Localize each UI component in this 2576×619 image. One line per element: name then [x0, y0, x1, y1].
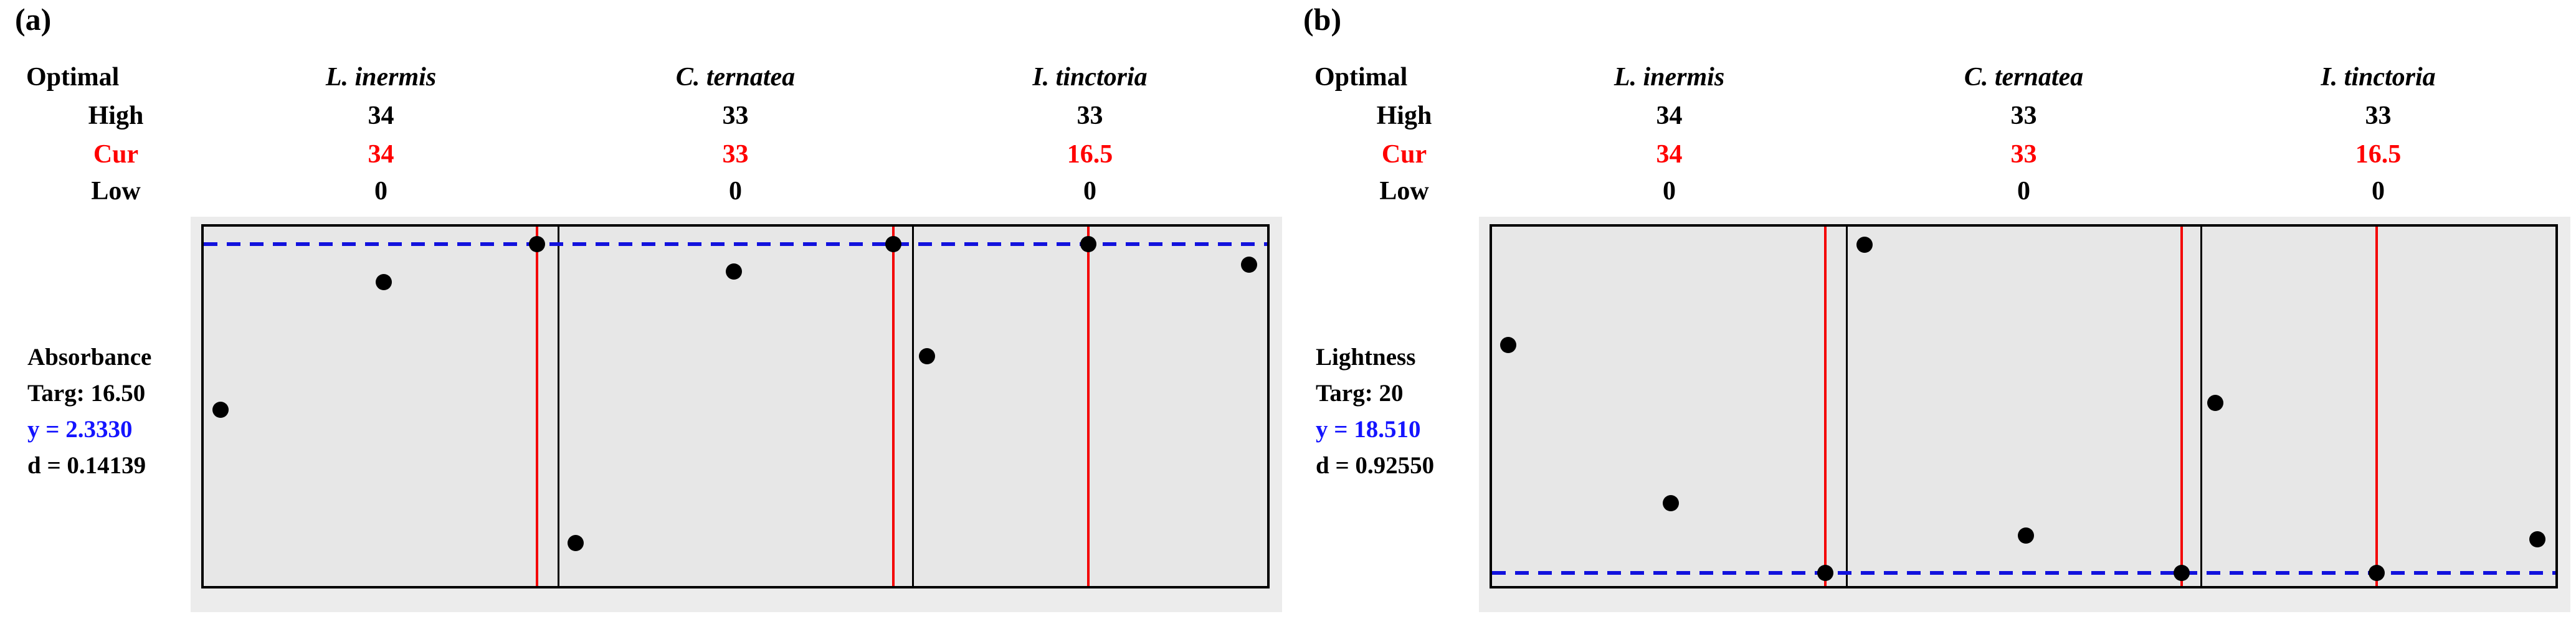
- level-value: 0: [2372, 177, 2385, 206]
- current-setting-line: [1086, 227, 1090, 586]
- predicted-response-line: [1492, 571, 2555, 575]
- data-point-dot: [2207, 394, 2223, 411]
- data-point-dot: [1817, 565, 1833, 582]
- data-point-dot: [1080, 235, 1097, 252]
- data-point-dot: [2018, 527, 2035, 544]
- subpanel-divider: [557, 227, 559, 586]
- level-value: 0: [1083, 177, 1096, 206]
- plot-frame: [1479, 217, 2570, 612]
- factor-header: I. tinctoria: [2321, 63, 2436, 92]
- data-point-dot: [376, 274, 392, 291]
- response-target: Targ: 20: [1316, 380, 1404, 407]
- current-setting-line: [2375, 227, 2378, 586]
- data-point-dot: [726, 263, 743, 280]
- current-setting-line: [2180, 227, 2183, 586]
- data-point-dot: [2173, 565, 2190, 582]
- data-point-dot: [1663, 495, 1680, 512]
- response-desirability: d = 0.92550: [1316, 452, 1435, 479]
- current-setting-line: [891, 227, 895, 586]
- level-row-label: Low: [1379, 177, 1429, 206]
- optimal-label: Optimal: [1314, 63, 1408, 92]
- level-row-label: Cur: [93, 140, 139, 169]
- level-value: 33: [2010, 102, 2037, 130]
- response-predicted-y: y = 2.3330: [27, 416, 133, 443]
- panel-a-label: (a): [15, 2, 52, 37]
- level-row-label: Low: [91, 177, 141, 206]
- factor-header: L. inermis: [1614, 63, 1725, 92]
- response-predicted-y: y = 18.510: [1316, 416, 1421, 443]
- data-point-dot: [567, 534, 584, 551]
- panel-b-label: (b): [1303, 2, 1342, 37]
- level-value: 0: [2017, 177, 2030, 206]
- factor-header: I. tinctoria: [1032, 63, 1148, 92]
- plot-box: [201, 224, 1270, 588]
- level-value: 34: [368, 102, 394, 130]
- level-row-label: Cur: [1381, 140, 1427, 169]
- data-point-dot: [918, 347, 935, 364]
- level-value: 34: [1656, 140, 1683, 169]
- predicted-response-line: [204, 242, 1267, 246]
- level-value: 33: [2365, 102, 2392, 130]
- response-name: Absorbance: [27, 344, 152, 371]
- current-setting-line: [535, 227, 538, 586]
- level-value: 33: [2010, 140, 2037, 169]
- subpanel-divider: [1845, 227, 1848, 586]
- level-value: 34: [1656, 102, 1683, 130]
- panel-a: (a) Optimal L. inermis C. ternatea I. tinc…: [15, 2, 1282, 612]
- plot-frame: [191, 217, 1282, 612]
- data-point-dot: [1240, 256, 1257, 273]
- data-point-dot: [212, 402, 229, 418]
- level-value: 34: [368, 140, 394, 169]
- level-value: 16.5: [1067, 140, 1113, 169]
- factor-header: C. ternatea: [1964, 63, 2084, 92]
- data-point-dot: [2368, 565, 2385, 582]
- level-row-label: High: [88, 102, 144, 130]
- level-value: 33: [722, 102, 749, 130]
- data-point-dot: [2529, 531, 2545, 547]
- panel-b: (b) Optimal L. inermis C. ternatea I. tinc…: [1288, 0, 2576, 619]
- level-value: 16.5: [2355, 140, 2402, 169]
- current-setting-line: [1823, 227, 1827, 586]
- subpanel-divider: [2200, 227, 2202, 586]
- response-desirability: d = 0.14139: [27, 452, 146, 479]
- data-point-dot: [1500, 337, 1517, 354]
- level-row-label: High: [1376, 102, 1432, 130]
- data-point-dot: [1856, 236, 1873, 253]
- factor-header: L. inermis: [325, 63, 437, 92]
- response-info: Lightness Targ: 20 y = 18.510 d = 0.9255…: [1316, 339, 1434, 484]
- data-point-dot: [528, 235, 545, 252]
- level-value: 0: [729, 177, 742, 206]
- level-value: 33: [722, 140, 749, 169]
- subpanel-divider: [911, 227, 914, 586]
- optimal-label: Optimal: [26, 63, 120, 92]
- response-info: Absorbance Targ: 16.50 y = 2.3330 d = 0.…: [27, 339, 151, 484]
- plot-box: [1490, 224, 2558, 588]
- level-value: 0: [1663, 177, 1676, 206]
- factor-header: C. ternatea: [675, 63, 796, 92]
- data-point-dot: [885, 235, 901, 252]
- level-value: 33: [1077, 102, 1103, 130]
- response-name: Lightness: [1316, 344, 1416, 371]
- level-value: 0: [374, 177, 387, 206]
- response-target: Targ: 16.50: [27, 380, 146, 407]
